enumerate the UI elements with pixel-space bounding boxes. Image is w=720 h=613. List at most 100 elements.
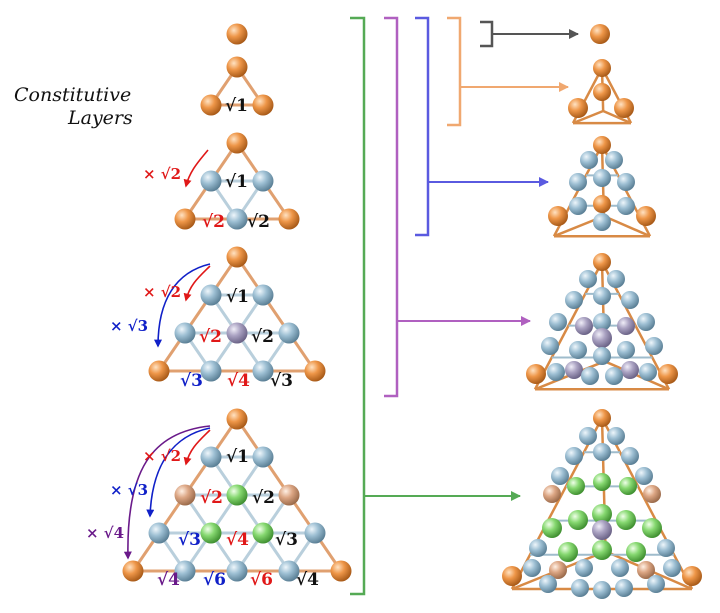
- atom-blue: [580, 151, 598, 169]
- atom-green: [626, 542, 646, 562]
- cluster-2-atoms: [568, 59, 634, 118]
- label-sqrt2-red-l5: √2: [200, 488, 223, 508]
- atom-purple: [592, 328, 612, 348]
- label-sqrt2-black-l5: √2: [252, 488, 275, 508]
- layer-1: [226, 23, 248, 45]
- label-sqrt4-red-l4: √4: [227, 371, 250, 391]
- atom-blue: [593, 313, 611, 331]
- atom-blue: [200, 170, 222, 192]
- label-sqrt2-black-l4: √2: [251, 327, 274, 347]
- atom-blue: [200, 360, 222, 382]
- atom-blue: [252, 360, 274, 382]
- atom-orange: [200, 94, 222, 116]
- atom-blue: [639, 363, 657, 381]
- atom-tan: [643, 485, 661, 503]
- cluster-2: [568, 59, 634, 125]
- atom-blue: [581, 367, 599, 385]
- atom-purple: [592, 520, 612, 540]
- atom-blue: [579, 427, 597, 445]
- atom-orange: [593, 409, 611, 427]
- atom-orange: [252, 94, 274, 116]
- label-sqrt6-blue-l5: √6: [203, 570, 226, 590]
- atom-blue: [593, 287, 611, 305]
- atom-orange: [568, 98, 588, 118]
- atom-blue: [605, 367, 623, 385]
- label-times-sqrt3-l5: × √3: [110, 481, 148, 499]
- atom-blue: [252, 284, 274, 306]
- atom-purple: [565, 361, 583, 379]
- atom-green: [567, 477, 585, 495]
- atom-blue: [541, 337, 559, 355]
- atom-orange: [330, 560, 352, 582]
- atom-green: [619, 477, 637, 495]
- atom-green: [558, 542, 578, 562]
- atom-purple: [226, 322, 248, 344]
- bracket-green: [350, 16, 366, 596]
- atom-orange: [636, 206, 656, 226]
- atom-green: [226, 484, 248, 506]
- atom-green: [616, 510, 636, 530]
- layer-4-bonds: [157, 256, 317, 373]
- label-sqrt4-purple-l5: √4: [157, 570, 180, 590]
- atom-orange: [593, 136, 611, 154]
- cluster-5-atoms: [502, 409, 702, 599]
- atom-orange: [593, 253, 611, 271]
- atom-blue: [645, 337, 663, 355]
- atom-blue: [593, 213, 611, 231]
- label-sqrt1-l3: √1: [225, 172, 248, 192]
- atom-orange: [174, 208, 196, 230]
- atom-blue: [615, 579, 633, 597]
- bracket-blue: [415, 16, 430, 237]
- atom-blue: [607, 270, 625, 288]
- atom-blue: [617, 173, 635, 191]
- atom-orange: [226, 132, 248, 154]
- cluster-3: [548, 136, 656, 238]
- cluster-1: [590, 24, 610, 44]
- atom-blue: [635, 467, 653, 485]
- atom-blue: [252, 446, 274, 468]
- atom-blue: [565, 447, 583, 465]
- atom-blue: [593, 347, 611, 365]
- atom-orange: [226, 408, 248, 430]
- label-sqrt1-l4: √1: [226, 287, 249, 307]
- atom-blue: [657, 539, 675, 557]
- atom-blue: [174, 560, 196, 582]
- atom-orange: [526, 364, 546, 384]
- layer-4: [148, 246, 326, 382]
- atom-blue: [637, 313, 655, 331]
- multiplier-arrows: [123, 149, 211, 560]
- atom-blue: [148, 522, 170, 544]
- atom-blue: [539, 575, 557, 593]
- label-sqrt3-blue-l4: √3: [180, 371, 203, 391]
- atom-blue: [579, 270, 597, 288]
- atom-blue: [551, 467, 569, 485]
- atom-orange: [148, 360, 170, 382]
- atom-blue: [569, 173, 587, 191]
- bracket-gray: [480, 20, 494, 48]
- atom-blue: [569, 341, 587, 359]
- atom-green: [592, 504, 612, 524]
- atom-blue: [529, 539, 547, 557]
- atom-orange: [278, 208, 300, 230]
- atom-tan: [637, 561, 655, 579]
- atom-blue: [200, 446, 222, 468]
- atom-tan: [278, 484, 300, 506]
- atom-blue: [621, 447, 639, 465]
- label-sqrt1-l5: √1: [226, 447, 249, 467]
- label-sqrt4-black-l5: √4: [296, 570, 319, 590]
- atom-green: [592, 540, 612, 560]
- label-sqrt2-red-l4: √2: [199, 327, 222, 347]
- atom-green: [252, 522, 274, 544]
- cluster-4-atoms: [526, 253, 678, 385]
- atom-orange: [593, 195, 611, 213]
- atom-orange: [593, 59, 611, 77]
- cluster-4: [526, 253, 678, 391]
- atom-orange: [502, 566, 522, 586]
- title-line-1: Constitutive: [14, 84, 132, 106]
- atom-blue: [226, 208, 248, 230]
- label-sqrt6-red-l5: √6: [250, 570, 273, 590]
- atom-blue: [607, 427, 625, 445]
- atom-orange: [548, 206, 568, 226]
- label-sqrt3-blue-l5: √3: [178, 530, 201, 550]
- label-sqrt1-l2: √1: [225, 96, 248, 116]
